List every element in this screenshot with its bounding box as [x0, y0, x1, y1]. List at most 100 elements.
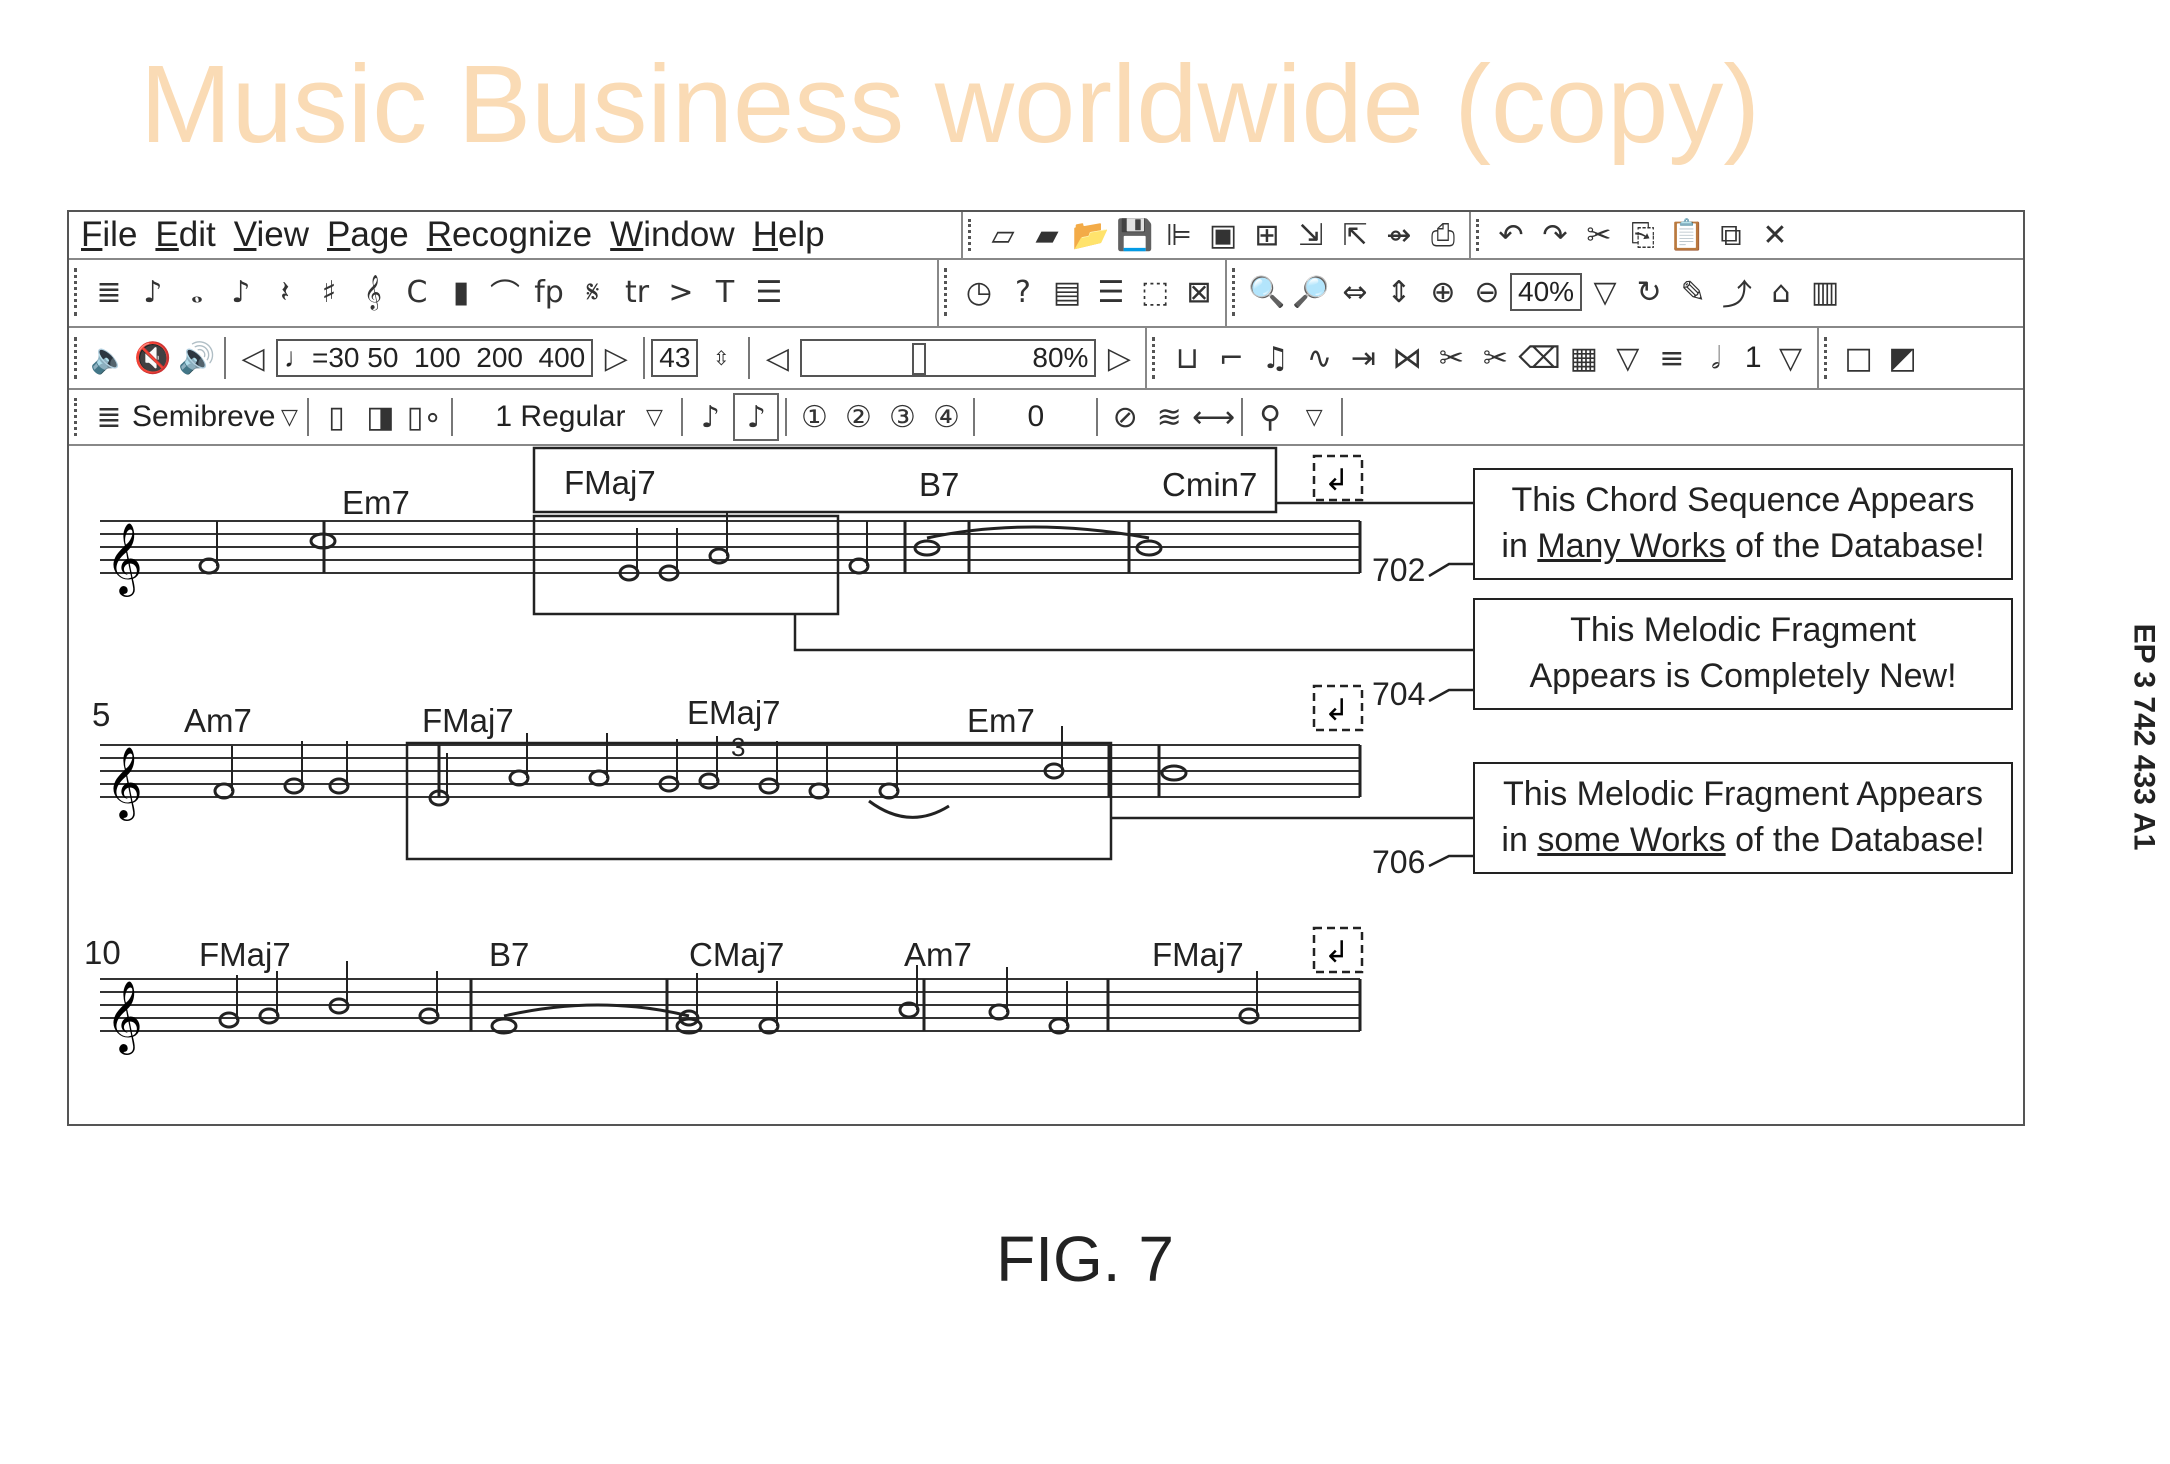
zoom-in-icon[interactable]: ⊕ [1430, 274, 1456, 310]
menu-page[interactable]: Page [327, 215, 409, 254]
note-icon[interactable]: ♪ [143, 274, 163, 310]
blank-icon[interactable]: □ [1844, 340, 1873, 376]
time-signature-icon[interactable]: C [406, 274, 428, 310]
redo-icon[interactable]: ↷ [1542, 217, 1568, 253]
flag-icon[interactable]: ⌐ [1218, 340, 1244, 376]
page-icon[interactable]: ☰ [1097, 274, 1125, 310]
tempo-slider[interactable]: ♩=30 50 100 200 400 [276, 339, 594, 377]
paste-special-icon[interactable]: ⧉ [1720, 217, 1742, 253]
sharp-icon[interactable]: ♯ [321, 274, 337, 310]
page-layout-icon[interactable]: ▤ [1052, 274, 1082, 310]
undo-icon[interactable]: ↶ [1498, 217, 1524, 253]
tempo-left-icon[interactable]: ◁ [241, 340, 265, 376]
frame-dots-icon[interactable]: ▯∘ [406, 399, 443, 435]
cut-icon[interactable]: ✂ [1586, 217, 1612, 253]
add-page-icon[interactable]: ⊞ [1254, 217, 1280, 253]
merge-icon[interactable]: ⋈ [1392, 340, 1423, 376]
frame-single-icon[interactable]: ▯ [328, 399, 345, 435]
scissors-icon[interactable]: ✂ [1482, 340, 1508, 376]
fit-height-icon[interactable]: ⇕ [1386, 274, 1412, 310]
volume-right-icon[interactable]: ▷ [1107, 340, 1131, 376]
scan-icon[interactable]: ▣ [1208, 217, 1238, 253]
voice-1-icon[interactable]: ① [801, 399, 828, 435]
frame-right-icon[interactable]: ◨ [366, 399, 395, 435]
list-icon[interactable]: ≡ [1659, 340, 1685, 376]
voice-dropdown-icon[interactable]: ▽ [1778, 340, 1803, 376]
offset-value[interactable]: 0 [1027, 400, 1045, 433]
zoom-out-icon[interactable]: ⊖ [1474, 274, 1500, 310]
duration-select[interactable]: Semibreve [132, 400, 276, 433]
fit-width-icon[interactable]: ⇔ [1342, 274, 1368, 310]
ornament-icon[interactable]: ⚲ [1259, 399, 1282, 435]
stem-icon[interactable]: ⊔ [1175, 340, 1200, 376]
eraser-icon[interactable]: ⌫ [1518, 340, 1561, 376]
voice-2-icon[interactable]: ② [845, 399, 872, 435]
speaker-loud-icon[interactable]: 🔊 [178, 340, 216, 376]
menu-window[interactable]: Window [610, 215, 735, 254]
speaker-icon[interactable]: 🔈 [90, 340, 128, 376]
help-icon[interactable]: ? [1015, 274, 1031, 310]
page-frame-icon[interactable]: ⬚ [1140, 274, 1170, 310]
no-slash-icon[interactable]: ⊘ [1112, 399, 1138, 435]
menu-help[interactable]: Help [752, 215, 825, 254]
menu-file[interactable]: File [81, 215, 138, 254]
accent-icon[interactable]: > [668, 274, 694, 310]
print-icon[interactable]: ⎙ [1431, 217, 1455, 253]
pen-icon[interactable]: ✎ [1680, 274, 1706, 310]
width-icon[interactable]: ⟷ [1192, 399, 1236, 435]
copy-icon[interactable]: ⎘ [1631, 217, 1655, 253]
new-icon[interactable]: ▱ [991, 217, 1015, 253]
cut-note-icon[interactable]: ✂ [1438, 340, 1464, 376]
trill-icon[interactable]: tr [624, 274, 650, 310]
split-icon[interactable]: ⇥ [1350, 340, 1376, 376]
columns-icon[interactable]: ▥ [1810, 274, 1840, 310]
voice-number[interactable]: 1 [1744, 341, 1762, 374]
cue-note-icon[interactable]: ♪ [733, 393, 780, 441]
measure-field[interactable]: 43 [651, 339, 699, 377]
tie-icon[interactable]: ∿ [1306, 340, 1332, 376]
staff-icon[interactable]: ≣ [96, 274, 122, 310]
staff-icon[interactable]: ≣ [96, 399, 122, 435]
rest-icon[interactable]: 𝄽 [280, 274, 290, 310]
eighth-note-icon[interactable]: ♪ [231, 274, 251, 310]
clock-icon[interactable]: ◷ [965, 274, 993, 310]
rotate-icon[interactable]: ↻ [1636, 274, 1662, 310]
frame-icon[interactable]: ◩ [1888, 340, 1917, 376]
zoom-field[interactable]: 40% [1510, 273, 1583, 311]
font-style-dropdown-icon[interactable]: ▽ [646, 404, 663, 430]
open-icon[interactable]: 📂 [1072, 217, 1110, 253]
segno-icon[interactable]: 𝄋 [586, 274, 600, 310]
slur-icon[interactable]: ⌒ [490, 278, 520, 313]
menu-view[interactable]: View [233, 215, 309, 254]
delete-icon[interactable]: ✕ [1762, 217, 1788, 253]
half-note-icon[interactable]: 𝅗𝅥 [1711, 340, 1721, 376]
grid-dropdown-icon[interactable]: ▽ [1616, 340, 1640, 376]
connect-icon[interactable]: ⤴ [1722, 278, 1753, 313]
zoom-tool-icon[interactable]: 🔎 [1292, 274, 1330, 310]
save-icon[interactable]: 💾 [1116, 217, 1154, 253]
volume-left-icon[interactable]: ◁ [765, 340, 789, 376]
whole-note-icon[interactable]: 𝅝 [191, 274, 203, 310]
duration-dropdown-icon[interactable]: ▽ [280, 404, 298, 430]
tempo-right-icon[interactable]: ▷ [604, 340, 628, 376]
zoom-dropdown-icon[interactable]: ▽ [1593, 274, 1617, 310]
tremolo-icon[interactable]: ≋ [1156, 399, 1182, 435]
treble-clef-icon[interactable]: 𝄞 [364, 274, 382, 310]
barline-icon[interactable]: ▮ [452, 274, 470, 310]
font-style-select[interactable]: 1 Regular [495, 400, 626, 433]
dynamics-icon[interactable]: fp [534, 274, 564, 310]
grid-icon[interactable]: ▦ [1569, 340, 1599, 376]
search-icon[interactable]: 🔍 [1248, 274, 1286, 310]
menu-recognize[interactable]: Recognize [426, 215, 593, 254]
voice-3-icon[interactable]: ③ [889, 399, 916, 435]
export-icon[interactable]: ⇱ [1342, 217, 1368, 253]
no-page-icon[interactable]: ⊠ [1186, 274, 1212, 310]
menu-edit[interactable]: Edit [155, 215, 216, 254]
layout-icon[interactable]: ☰ [755, 274, 783, 310]
score-area[interactable]: 𝄞𝄞𝄞↲↲↲ Em7 FMaj7 B7 Cmin7 5 Am7 FMaj7 EM… [69, 446, 2023, 1124]
properties-icon[interactable]: ⊫ [1165, 217, 1193, 253]
mute-icon[interactable]: 🔇 [134, 340, 172, 376]
ornament-dropdown-icon[interactable]: ▽ [1305, 404, 1323, 430]
brush-icon[interactable]: ⌂ [1771, 274, 1791, 310]
beam-icon[interactable]: ♫ [1261, 340, 1289, 376]
